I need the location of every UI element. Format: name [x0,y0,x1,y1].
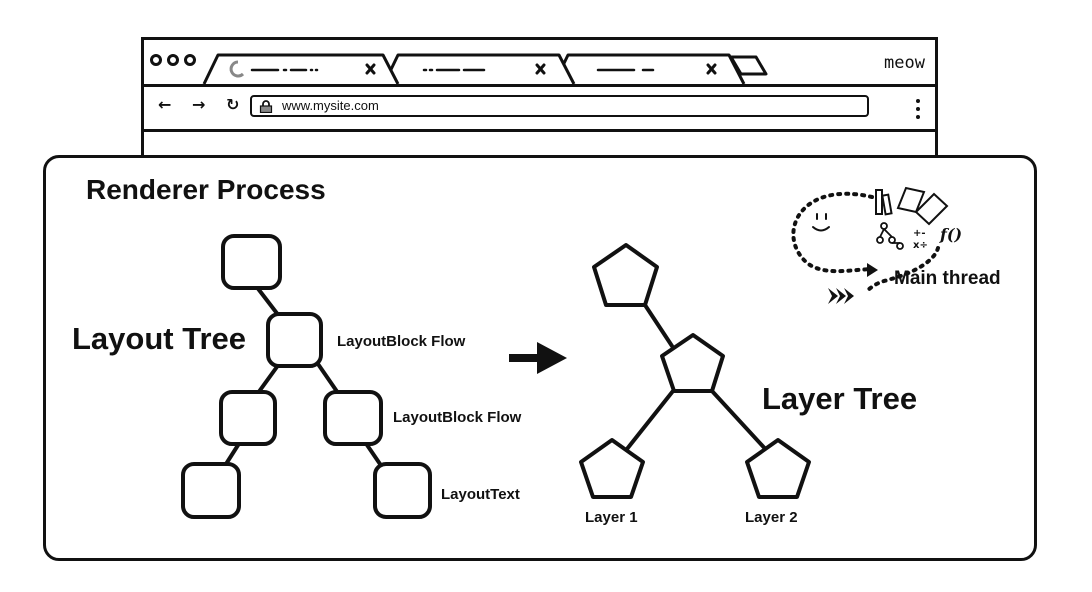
layer-node-2 [745,438,811,499]
math-symbols-icon-2: x÷ [913,240,928,251]
url-text: www.mysite.com [282,98,379,113]
layer-node-top [592,243,659,307]
main-thread-label: Main thread [894,268,1001,289]
tree-doodle-icon [876,222,904,250]
layout-node-text [373,462,432,519]
layout-node-left [219,390,277,446]
menu-icon[interactable] [915,97,921,121]
transform-arrow [509,342,567,374]
layout-edge-flow-right [316,362,340,395]
layer-edge-top [641,300,674,348]
face-icon [812,213,830,232]
function-icon: f() [939,225,962,244]
browser-toolbar: ← → ↻ www.mysite.com [144,84,935,132]
address-bar[interactable]: www.mysite.com [250,95,869,117]
tab-1-close-icon[interactable] [365,63,376,75]
forward-button[interactable]: → [192,95,206,114]
node-label-block-flow-child: LayoutBlock Flow [393,409,522,426]
layout-edge-root-flow [254,284,281,318]
tab-3-close-icon[interactable] [706,63,717,75]
layout-node-block-flow-child [323,390,383,446]
loading-icon [229,60,245,78]
layout-node-root [221,234,282,290]
node-label-text: LayoutText [441,486,520,503]
new-tab-button[interactable] [729,55,768,76]
fast-forward-icon [828,288,854,304]
browser-window: meow ← → ↻ www.mysite.com [141,37,938,157]
layer-1-label: Layer 1 [585,509,638,526]
back-button[interactable]: ← [158,95,172,114]
layout-node-block-flow [266,312,323,368]
math-symbols-icon: +- [913,228,926,239]
layer-node-middle [660,333,725,393]
layer-2-label: Layer 2 [745,509,798,526]
tab-2-close-icon[interactable] [535,63,546,75]
layer-node-1 [579,438,645,499]
layout-node-leaf [181,462,241,519]
browser-brand: meow [884,53,925,73]
lock-icon [259,100,273,113]
node-label-block-flow-root: LayoutBlock Flow [337,333,466,350]
layer-edge-right [710,389,772,456]
main-thread-icon: +- x÷ f() [791,186,962,304]
tab-strip: meow [144,40,935,86]
layer-tree-label: Layer Tree [762,381,918,416]
reload-button[interactable]: ↻ [226,95,240,114]
layout-tree-label: Layout Tree [72,321,246,356]
window-control-maximize[interactable] [184,54,196,66]
tabs-drawing [202,53,768,85]
books-icon [875,186,949,226]
window-control-close[interactable] [150,54,162,66]
layer-edge-left [621,389,675,456]
layout-edge-flow-left [256,362,281,395]
renderer-process-title: Renderer Process [86,174,326,205]
window-control-minimize[interactable] [167,54,179,66]
